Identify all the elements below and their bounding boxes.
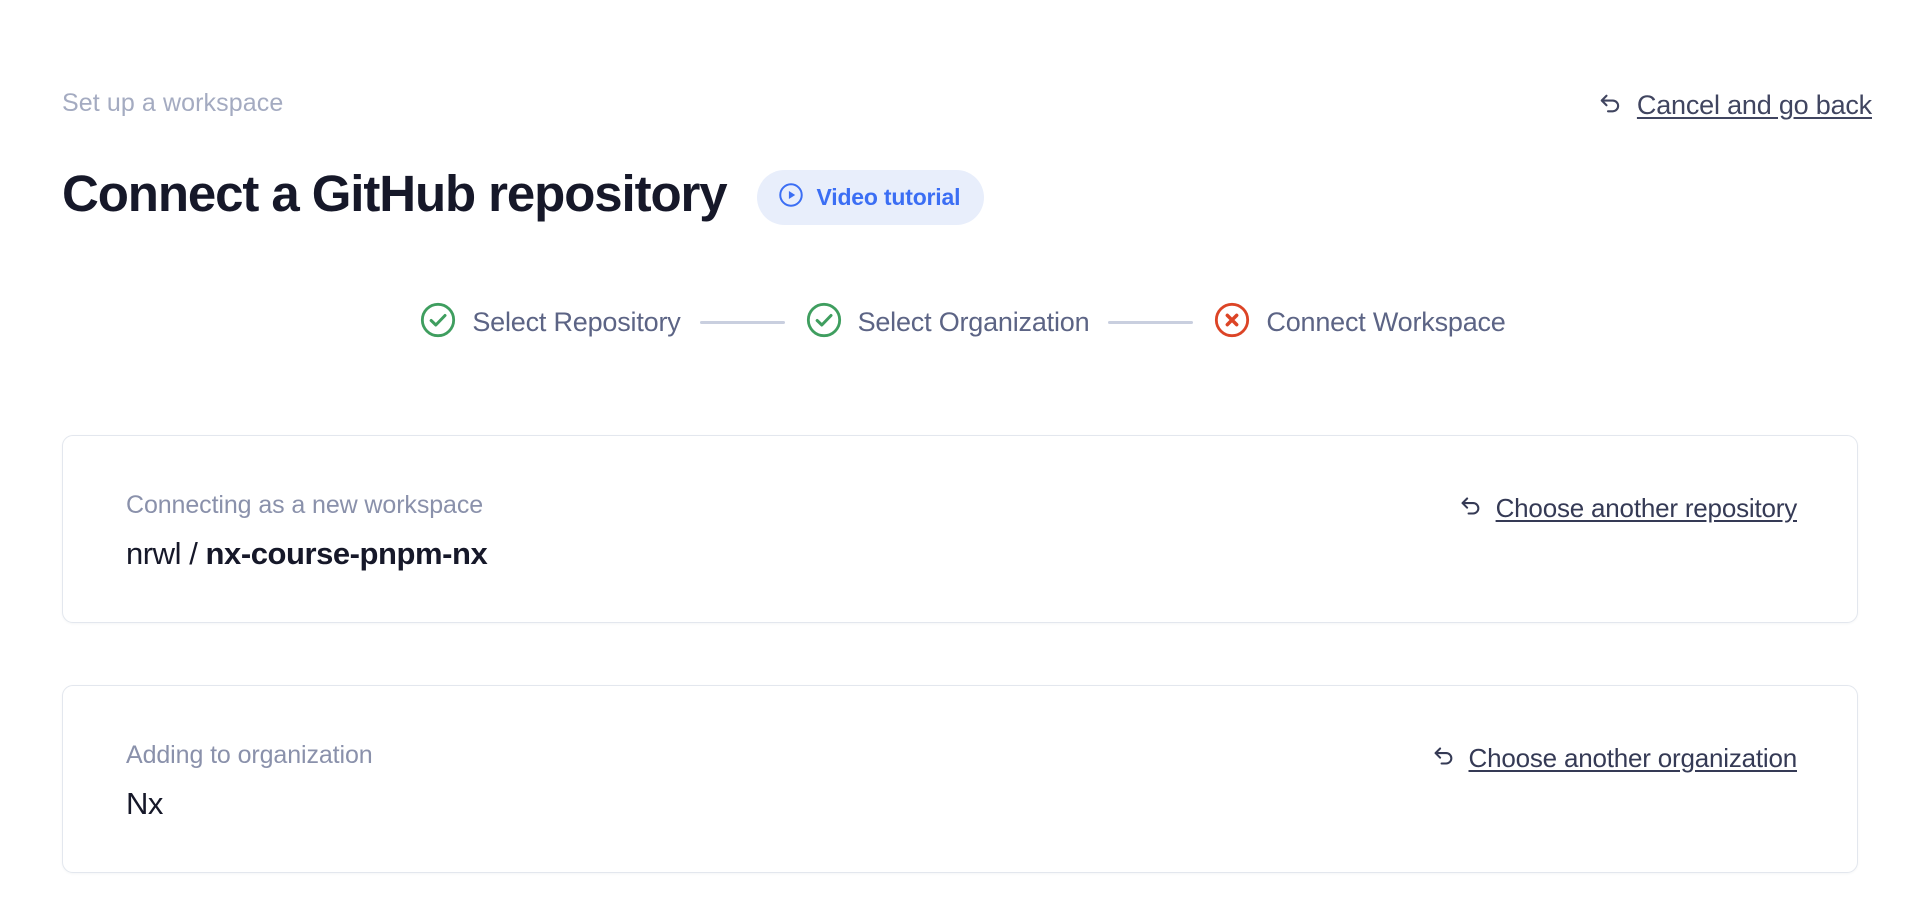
stepper-connector-2 xyxy=(1108,321,1194,324)
choose-another-organization-label: Choose another organization xyxy=(1468,742,1798,773)
organization-card-caption: Adding to organization xyxy=(126,741,373,769)
step-label-select-repository: Select Repository xyxy=(472,307,681,337)
repository-owner: nrwl xyxy=(126,536,182,571)
repository-card: Connecting as a new workspace nrwl / nx-… xyxy=(62,435,1858,623)
step-select-repository[interactable]: Select Repository xyxy=(418,300,681,345)
step-label-connect-workspace: Connect Workspace xyxy=(1266,307,1506,337)
organization-card-text: Adding to organization Nx xyxy=(126,740,373,822)
step-connect-workspace[interactable]: Connect Workspace xyxy=(1212,300,1506,345)
organization-card: Adding to organization Nx Choose another… xyxy=(62,685,1858,873)
step-select-organization[interactable]: Select Organization xyxy=(804,300,1090,345)
video-tutorial-label: Video tutorial xyxy=(816,183,961,210)
repository-name: nx-course-pnpm-nx xyxy=(205,536,488,571)
x-circle-icon xyxy=(1212,300,1252,345)
stepper-connector-1 xyxy=(699,321,785,324)
choose-another-repository-label: Choose another repository xyxy=(1495,492,1798,523)
repository-card-value: nrwl / nx-course-pnpm-nx xyxy=(126,535,488,572)
cancel-and-go-back-label: Cancel and go back xyxy=(1636,90,1872,120)
back-arrow-icon xyxy=(1429,741,1458,775)
choose-another-repository-link[interactable]: Choose another repository xyxy=(1456,491,1797,525)
cancel-and-go-back-link[interactable]: Cancel and go back xyxy=(1595,88,1872,123)
progress-stepper: Select Repository Select Organization Co… xyxy=(0,300,1924,345)
choose-another-organization-link[interactable]: Choose another organization xyxy=(1429,741,1798,775)
repository-separator: / xyxy=(181,536,206,571)
check-circle-icon xyxy=(804,300,844,345)
title-row: Connect a GitHub repository Video tutori… xyxy=(62,132,1872,256)
check-circle-icon xyxy=(418,300,458,345)
organization-name: Nx xyxy=(126,786,163,821)
play-circle-icon xyxy=(777,181,805,214)
breadcrumb: Set up a workspace xyxy=(62,89,284,117)
video-tutorial-button[interactable]: Video tutorial xyxy=(756,169,985,225)
back-arrow-icon xyxy=(1595,88,1625,123)
repository-card-text: Connecting as a new workspace nrwl / nx-… xyxy=(126,490,488,572)
page-header: Set up a workspace Connect a GitHub repo… xyxy=(62,88,1872,256)
step-label-select-organization: Select Organization xyxy=(857,307,1090,337)
page-title: Connect a GitHub repository xyxy=(62,165,728,223)
back-arrow-icon xyxy=(1456,491,1485,525)
repository-card-caption: Connecting as a new workspace xyxy=(126,491,484,519)
